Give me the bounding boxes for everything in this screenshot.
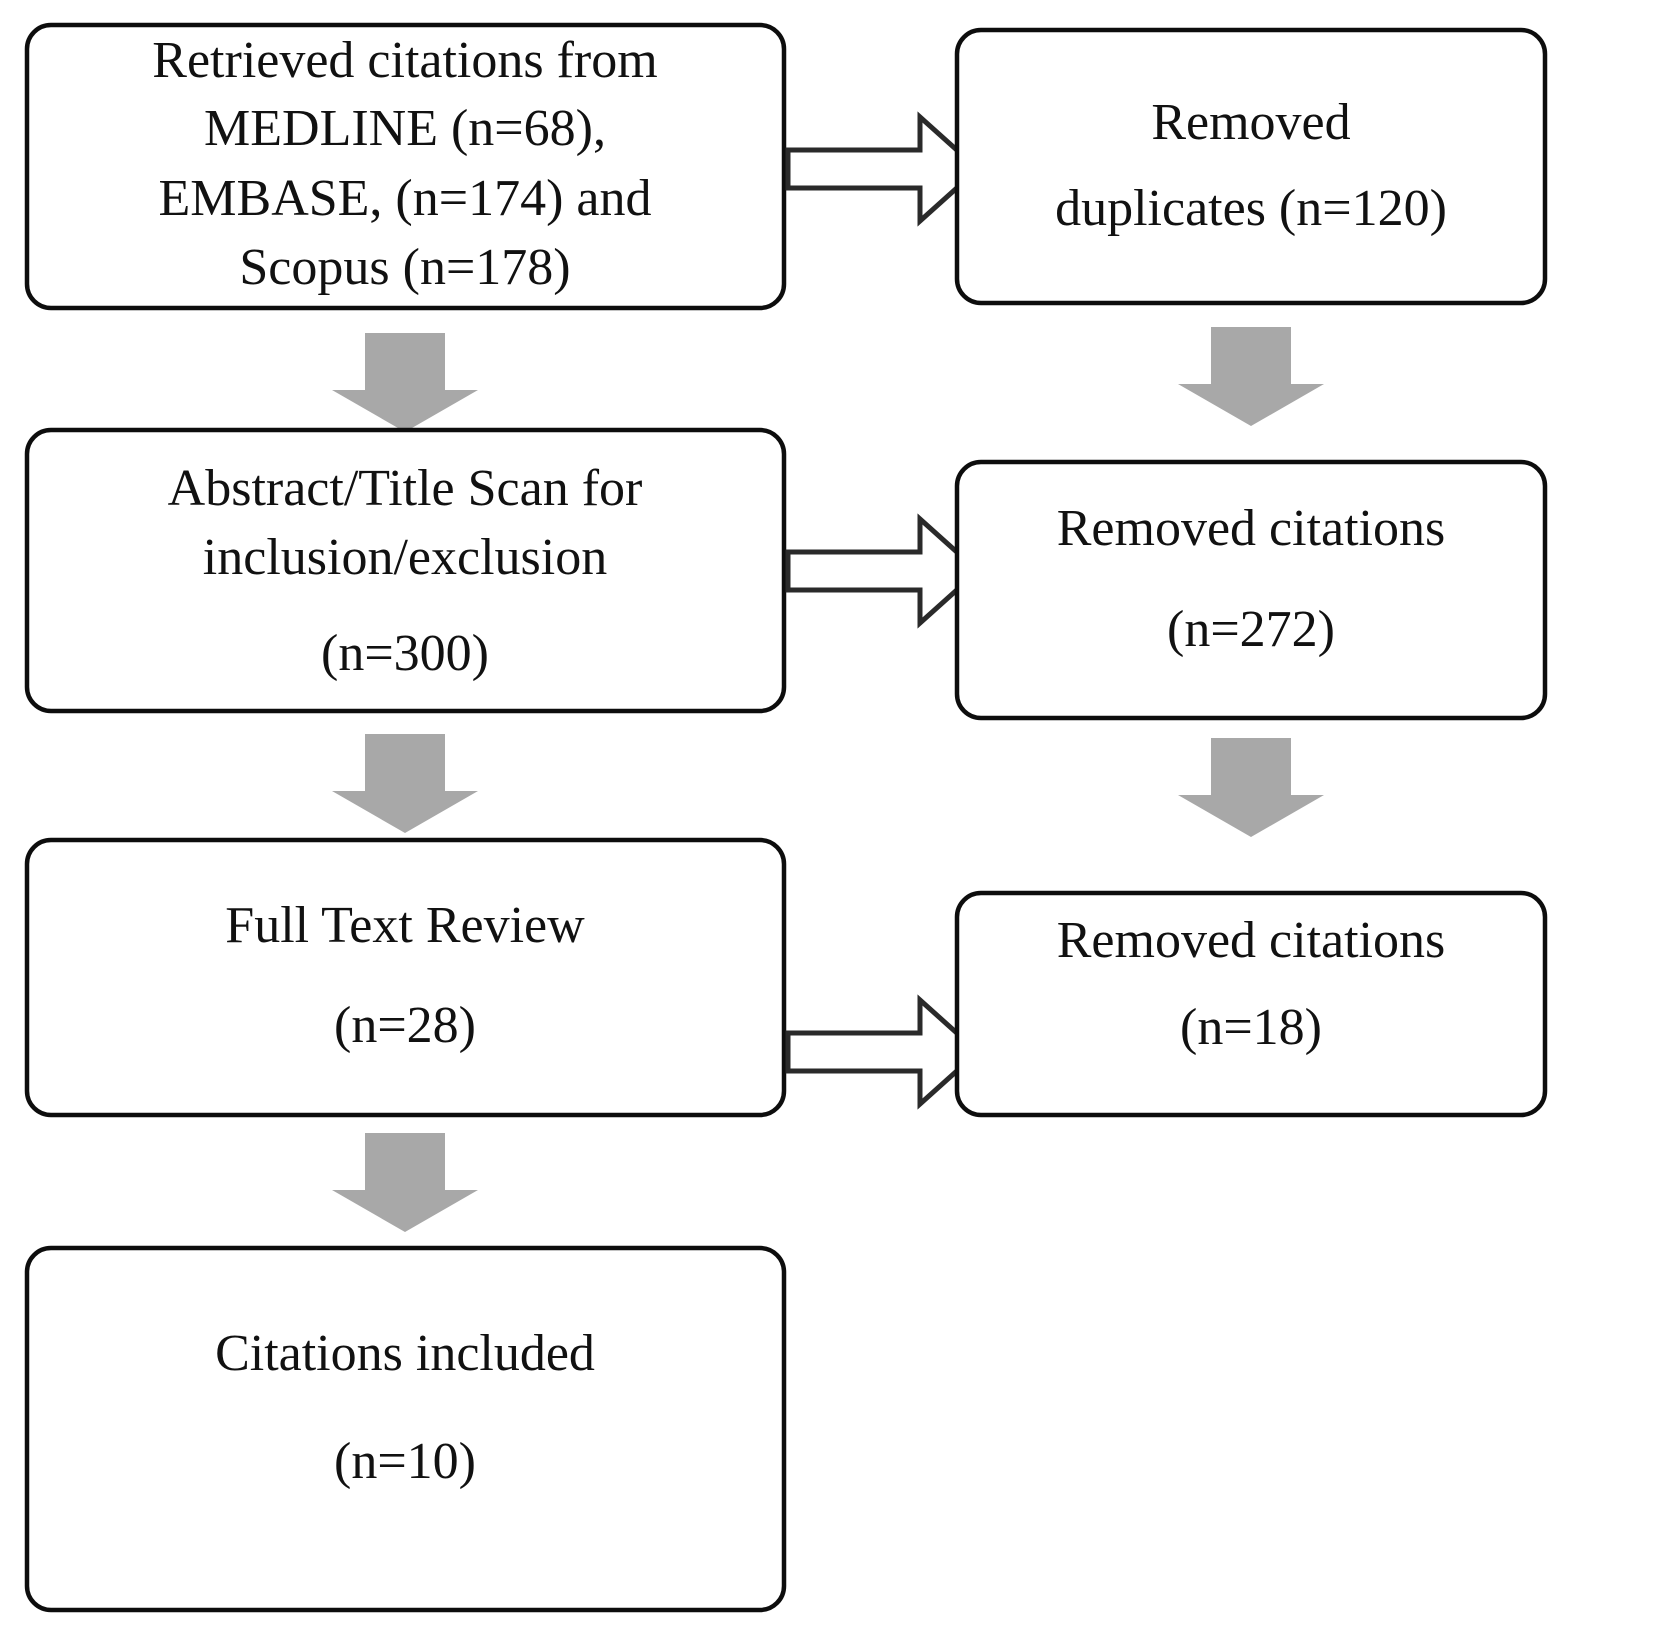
removed-duplicates-line-2: duplicates (n=120) [1055, 180, 1447, 237]
arrow-retrieved-to-abstract-scan [332, 333, 478, 432]
gray-down-arrow-icon [332, 734, 478, 833]
removed-citations-18-line-2: (n=18) [1180, 999, 1322, 1056]
retrieved-citations-line-3: EMBASE, (n=174) and [159, 170, 652, 227]
retrieved-citations-box: Retrieved citations from MEDLINE (n=68),… [24, 22, 787, 311]
arrow-duplicates-to-removed-272 [1178, 327, 1324, 426]
arrow-retrieved-to-duplicates [785, 111, 982, 227]
abstract-title-scan-box: Abstract/Title Scan for inclusion/exclus… [24, 427, 787, 714]
removed-citations-18-box: Removed citations (n=18) [954, 890, 1548, 1118]
removed-citations-272-box: Removed citations (n=272) [954, 459, 1548, 721]
removed-duplicates-box: Removed duplicates (n=120) [954, 27, 1548, 306]
abstract-title-scan-line-1: Abstract/Title Scan for [168, 460, 643, 517]
gray-down-arrow-icon [1178, 738, 1324, 837]
abstract-title-scan-box-shape [24, 427, 787, 714]
full-text-review-line-1: Full Text Review [225, 897, 585, 954]
abstract-title-scan-line-3: (n=300) [321, 625, 489, 682]
arrow-removed-272-to-removed-18 [1178, 738, 1324, 837]
full-text-review-line-2: (n=28) [334, 997, 476, 1054]
removed-citations-272-line-1: Removed citations [1057, 500, 1445, 557]
removed-citations-18-box-shape [954, 890, 1548, 1118]
gray-down-arrow-icon [332, 333, 478, 432]
gray-down-arrow-icon [332, 1133, 478, 1232]
retrieved-citations-line-1: Retrieved citations from [152, 32, 657, 89]
abstract-title-scan-line-2: inclusion/exclusion [203, 529, 607, 586]
citations-included-box: Citations included (n=10) [24, 1245, 787, 1613]
full-text-review-box: Full Text Review (n=28) [24, 837, 787, 1118]
retrieved-citations-line-4: Scopus (n=178) [239, 239, 570, 296]
removed-duplicates-line-1: Removed [1151, 94, 1350, 151]
hollow-right-arrow-icon [785, 111, 982, 227]
removed-citations-272-box-shape [954, 459, 1548, 721]
retrieved-citations-line-2: MEDLINE (n=68), [204, 100, 606, 157]
arrow-full-text-to-included [332, 1133, 478, 1232]
citations-included-box-shape [24, 1245, 787, 1613]
removed-duplicates-box-shape [954, 27, 1548, 306]
citations-included-line-1: Citations included [215, 1325, 595, 1382]
removed-citations-272-line-2: (n=272) [1167, 601, 1335, 658]
hollow-right-arrow-icon [785, 994, 982, 1110]
gray-down-arrow-icon [1178, 327, 1324, 426]
retrieved-citations-box-shape [24, 22, 787, 311]
arrow-abstract-scan-to-removed-272 [785, 513, 982, 629]
arrow-abstract-scan-to-full-text [332, 734, 478, 833]
citations-included-line-2: (n=10) [334, 1433, 476, 1490]
full-text-review-box-shape [24, 837, 787, 1118]
hollow-right-arrow-icon [785, 513, 982, 629]
removed-citations-18-line-1: Removed citations [1057, 912, 1445, 969]
arrow-full-text-to-removed-18 [785, 994, 982, 1110]
